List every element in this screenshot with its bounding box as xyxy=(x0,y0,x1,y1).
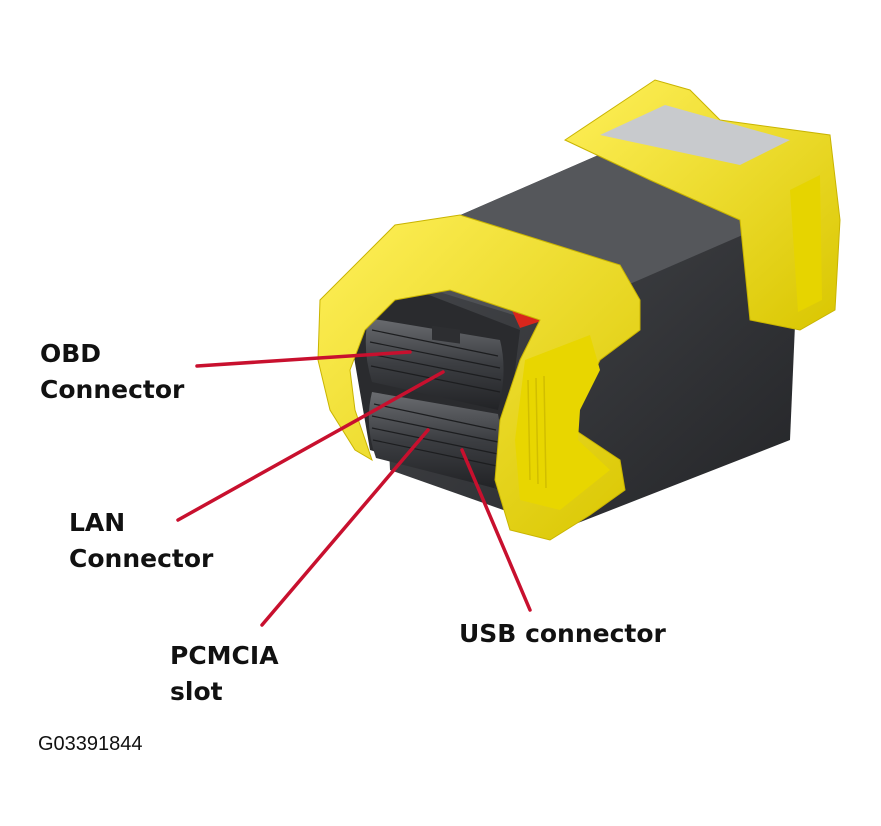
brand-logo xyxy=(432,325,460,344)
obd-connector-port xyxy=(365,318,504,410)
usb-callout-line xyxy=(460,448,532,612)
back-bumper xyxy=(563,79,841,331)
callout-lines xyxy=(176,350,532,627)
front-bumper xyxy=(317,214,641,541)
lan-label-line1: LAN xyxy=(69,508,126,537)
lan-connector-label: LAN Connector xyxy=(69,505,213,577)
lan-callout-line xyxy=(176,370,445,522)
pcmcia-label-line2: slot xyxy=(170,677,223,706)
obd-label-line2: Connector xyxy=(40,375,185,404)
pcmcia-label-line1: PCMCIA xyxy=(170,641,279,670)
pcmcia-slot-label: PCMCIA slot xyxy=(170,638,279,710)
lan-label-line2: Connector xyxy=(69,544,214,573)
obd-connector-label: OBD Connector xyxy=(40,336,184,408)
figure-id: G03391844 xyxy=(38,733,143,755)
obd-label-line1: OBD xyxy=(40,339,102,368)
usb-connector-label: USB connector xyxy=(459,616,666,652)
usb-label-line1: USB connector xyxy=(459,619,666,648)
obd-callout-line xyxy=(195,350,412,368)
pcmcia-callout-line xyxy=(260,428,430,627)
